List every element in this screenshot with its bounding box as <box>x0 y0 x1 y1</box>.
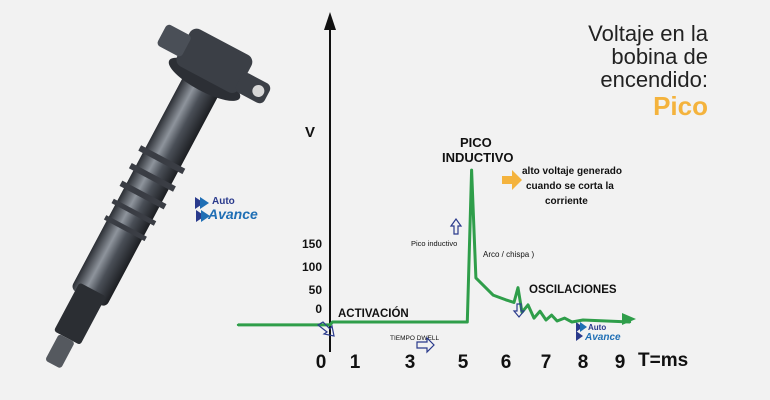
trace-point <box>466 320 469 324</box>
trace-point <box>555 319 559 323</box>
brand-logo: Auto Avance <box>195 196 258 222</box>
down-arrow-icon <box>512 303 526 318</box>
label-oscilaciones: OSCILACIONES <box>529 284 617 296</box>
label-tiempo-dwell: TIEMPO DWELL <box>390 335 440 342</box>
x-axis-label: T=ms <box>638 350 688 371</box>
brand-logo-small: Auto Avance <box>576 322 621 343</box>
trace-point <box>236 323 240 327</box>
x-tick-label: 5 <box>458 352 469 373</box>
trace-point <box>512 301 516 304</box>
ignition-coil-image <box>45 24 271 368</box>
title-accent: Pico <box>653 91 708 122</box>
brand-word2: Avance <box>207 206 258 222</box>
label-inductivo: INDUCTIVO <box>442 150 514 165</box>
trace-point <box>504 298 508 302</box>
trace-end-arrow <box>622 313 636 325</box>
trace-point <box>550 313 553 317</box>
x-tick-label: 7 <box>541 352 552 373</box>
trace-point <box>544 318 548 322</box>
label-activacion: ACTIVACIÓN <box>338 307 409 320</box>
title-line1: Voltaje en la <box>588 21 708 46</box>
x-tick-label: 0 <box>316 352 327 373</box>
x-tick-label: 1 <box>350 352 361 373</box>
trace-point <box>563 316 566 320</box>
title-line3: encendido: <box>600 67 708 93</box>
trace-point <box>331 320 334 324</box>
note-line3: corriente <box>545 196 588 207</box>
title-block: Voltaje en la bobina de encendido: Pico <box>488 22 708 121</box>
y-axis-label: V <box>305 124 315 141</box>
note-line2: cuando se corta la <box>526 181 614 192</box>
y-tick-label: 0 <box>315 302 322 316</box>
trace-point <box>570 320 574 324</box>
trace-point <box>532 316 536 320</box>
down-right-arrow-icon <box>316 321 335 337</box>
y-tick-labels: 0 50 100 150 <box>302 237 322 316</box>
label-pico: PICO <box>460 135 492 150</box>
trace-point <box>538 310 542 313</box>
label-pico-small: Pico inductivo <box>411 239 457 248</box>
label-arco-chispa: Arco / chispa ) <box>483 250 534 259</box>
voltage-trace-group <box>236 168 632 327</box>
trace-point <box>470 168 473 172</box>
x-tick-label: 3 <box>405 352 416 373</box>
trace-point <box>581 318 585 322</box>
x-tick-label: 8 <box>578 352 589 373</box>
trace-point <box>491 293 495 297</box>
note-line1: alto voltaje generado <box>522 166 622 177</box>
trace-point <box>526 303 530 307</box>
y-tick-label: 100 <box>302 260 322 274</box>
x-tick-label: 9 <box>615 352 626 373</box>
trace-point <box>516 286 520 289</box>
trace-point <box>474 276 478 280</box>
y-tick-label: 150 <box>302 237 322 251</box>
right-arrow-icon <box>416 336 435 354</box>
x-tick-label: 6 <box>501 352 512 373</box>
brand-word1: Auto <box>212 196 235 207</box>
brand-small-word2: Avance <box>584 332 621 343</box>
brand-small-word1: Auto <box>588 323 606 332</box>
trace-point <box>328 323 332 327</box>
x-tick-labels: 0 1 3 5 6 7 8 9 <box>316 352 626 373</box>
chart-axes: V T=ms <box>305 12 688 371</box>
y-axis-arrow <box>324 12 336 30</box>
title-line2: bobina de <box>611 44 708 70</box>
accent-arrow-icon <box>502 170 522 190</box>
up-arrow-icon <box>449 217 463 235</box>
y-tick-label: 50 <box>309 283 323 297</box>
